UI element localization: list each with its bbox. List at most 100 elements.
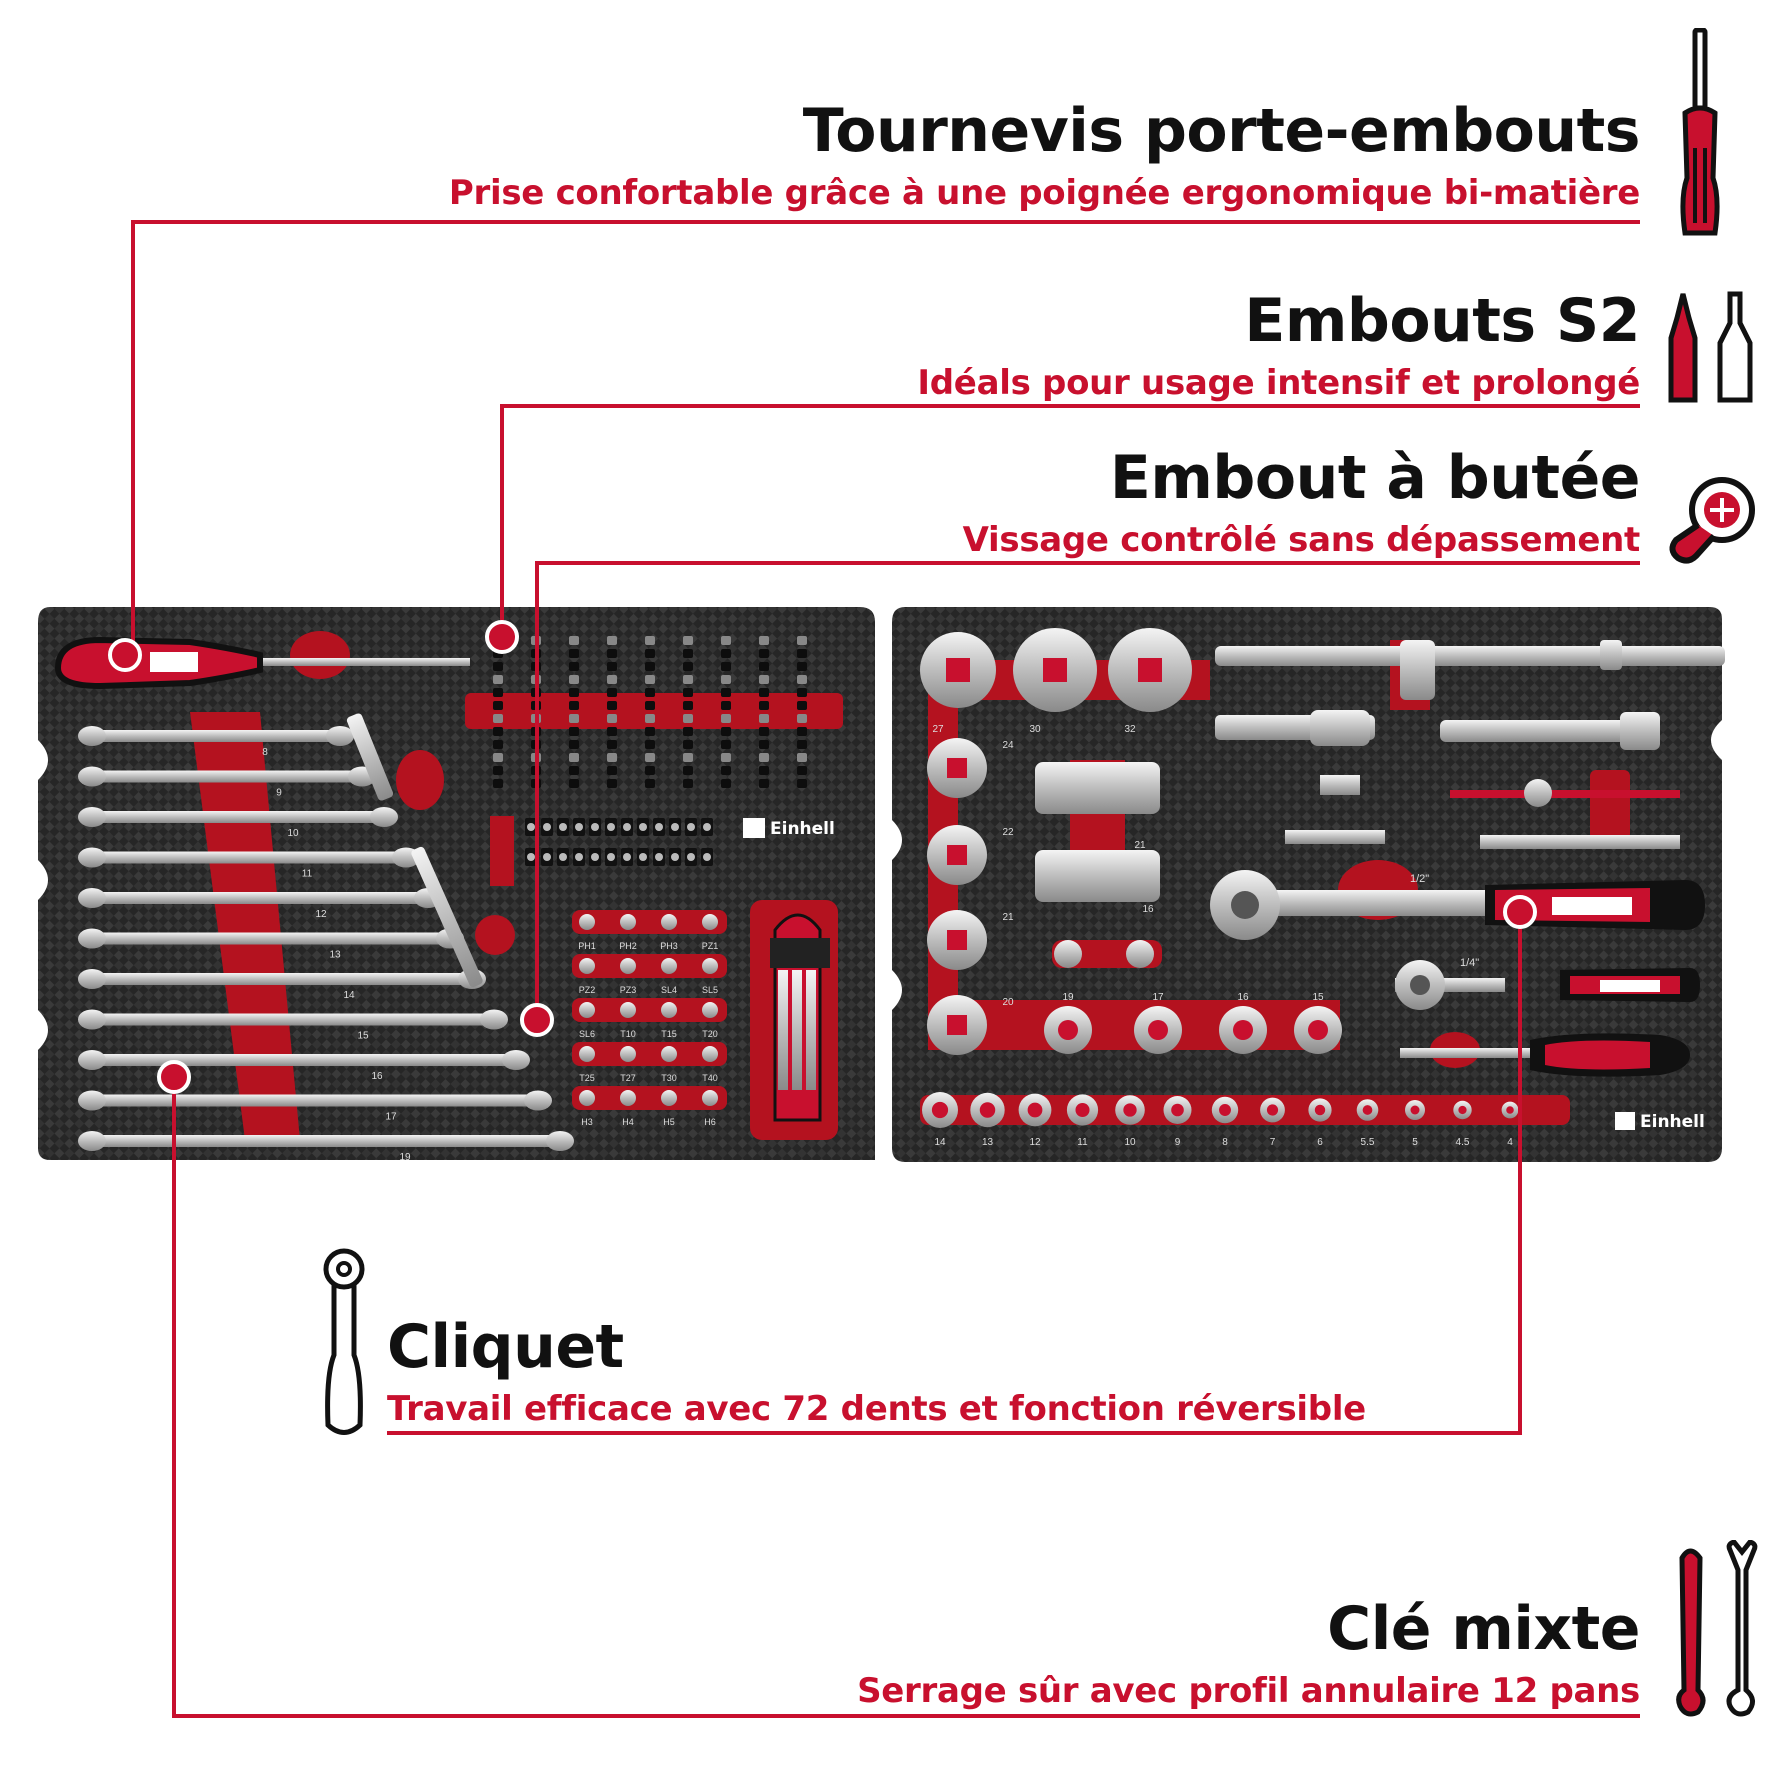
wrench-size-label: 19 [399, 1152, 411, 1163]
bit-socket [702, 1002, 718, 1018]
socket-size-label: 21 [1134, 840, 1146, 851]
socket-bore [1148, 1020, 1168, 1040]
feature-desc: Vissage contrôlé sans dépassement [962, 520, 1641, 560]
bit-tip [527, 823, 535, 831]
bit [797, 779, 807, 788]
bit [607, 727, 617, 736]
bit-tip [671, 853, 679, 861]
callout-dot-bits [485, 620, 519, 654]
socket-square [1043, 658, 1067, 682]
bit [683, 727, 693, 736]
bit [759, 649, 769, 658]
bit [645, 766, 655, 775]
wrench-open-end [502, 1050, 530, 1070]
bit-tip [703, 853, 711, 861]
drive-label: 1/2" [1410, 873, 1429, 885]
socket-square [1138, 658, 1162, 682]
socket-bore [1075, 1102, 1090, 1118]
bit [683, 649, 693, 658]
bit [569, 701, 579, 710]
bit [607, 714, 617, 723]
bit-tip [639, 853, 647, 861]
feature-title: Embout à butée [1109, 443, 1641, 513]
feature-bits: Embouts S2 Idéals pour usage intensif et… [440, 290, 1640, 404]
bit-label: SL5 [702, 985, 718, 995]
brand-logo-left: Einhell [743, 818, 835, 839]
bit [721, 688, 731, 697]
bit [683, 675, 693, 684]
socket-size-label: 13 [982, 1137, 994, 1148]
bit-socket [661, 914, 677, 930]
bit-socket [579, 1046, 595, 1062]
bit-tip [559, 853, 567, 861]
wrench-ring-end [78, 1090, 106, 1111]
bit-tip [527, 853, 535, 861]
bit [797, 701, 807, 710]
bit [683, 662, 693, 671]
feature-desc: Travail efficace avec 72 dents et foncti… [387, 1389, 1366, 1429]
bit [683, 740, 693, 749]
bit-holder-2 [411, 846, 483, 988]
wrench-ring-end [78, 807, 106, 827]
socket-square [947, 1015, 967, 1035]
bit [645, 727, 655, 736]
spinner-handle [1400, 1032, 1690, 1077]
socket-size-label: 30 [1029, 724, 1041, 735]
bit [645, 675, 655, 684]
bit-label: T40 [702, 1073, 718, 1083]
bit [493, 779, 503, 788]
wrench-ring-end [78, 1009, 106, 1030]
bit [721, 727, 731, 736]
bit [721, 675, 731, 684]
feature-screwdriver: Tournevis porte-embouts Prise confortabl… [440, 100, 1641, 214]
bit-tip [687, 823, 695, 831]
socket-size-label: 24 [1002, 740, 1014, 751]
socket-bore [1458, 1105, 1467, 1115]
bit-label: T20 [702, 1029, 718, 1039]
socket-bore [1027, 1102, 1043, 1118]
bit [797, 714, 807, 723]
bit-label: PH1 [578, 941, 596, 951]
bit [569, 766, 579, 775]
bit-tip [655, 853, 663, 861]
wrench [90, 770, 362, 783]
bit [607, 649, 617, 658]
bit [493, 688, 503, 697]
bit [759, 753, 769, 762]
socket-bore [1362, 1105, 1373, 1115]
socket-size-label: 14 [934, 1137, 946, 1148]
ratchet-icon [323, 1248, 365, 1435]
socket-size-label: 27 [932, 724, 944, 735]
socket-size-label: 11 [1077, 1137, 1088, 1148]
socket-square [946, 658, 970, 682]
bit [797, 675, 807, 684]
bit [645, 740, 655, 749]
bit [645, 714, 655, 723]
bit-socket [620, 914, 636, 930]
wrench-size-label: 17 [385, 1112, 397, 1123]
bit [759, 766, 769, 775]
bit-label: PZ3 [620, 985, 637, 995]
socket-bore [1171, 1103, 1184, 1117]
wrench-size-label: 10 [287, 828, 299, 839]
bit [569, 662, 579, 671]
socket-size-label: 17 [1152, 992, 1164, 1003]
feature-stop-bit: Embout à butée Vissage contrôlé sans dép… [440, 443, 1641, 561]
wrench [90, 1135, 560, 1147]
socket-bore [1410, 1105, 1420, 1115]
bit [493, 701, 503, 710]
wrench [90, 1094, 538, 1107]
bit-socket-strip [572, 998, 727, 1022]
bit [607, 662, 617, 671]
bit [721, 662, 731, 671]
wrench-open-end [524, 1090, 552, 1111]
bit-socket-strip [572, 954, 727, 978]
bit [683, 779, 693, 788]
bit [493, 727, 503, 736]
bit [493, 675, 503, 684]
bit-socket [620, 1046, 636, 1062]
wrench [90, 730, 340, 742]
bit-tip [607, 853, 615, 861]
socket-size-label: 7 [1270, 1137, 1276, 1148]
bit [683, 766, 693, 775]
